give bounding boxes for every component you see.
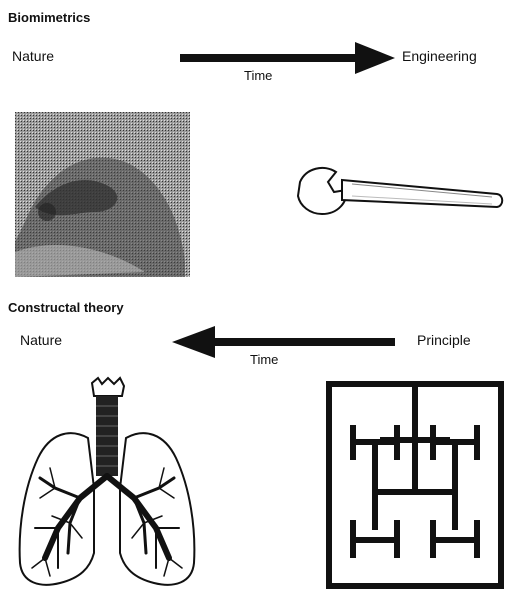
h-tree-constructal-diagram — [325, 380, 505, 590]
lungs-illustration — [10, 378, 200, 593]
arrow-label-time-bottom: Time — [250, 352, 278, 367]
